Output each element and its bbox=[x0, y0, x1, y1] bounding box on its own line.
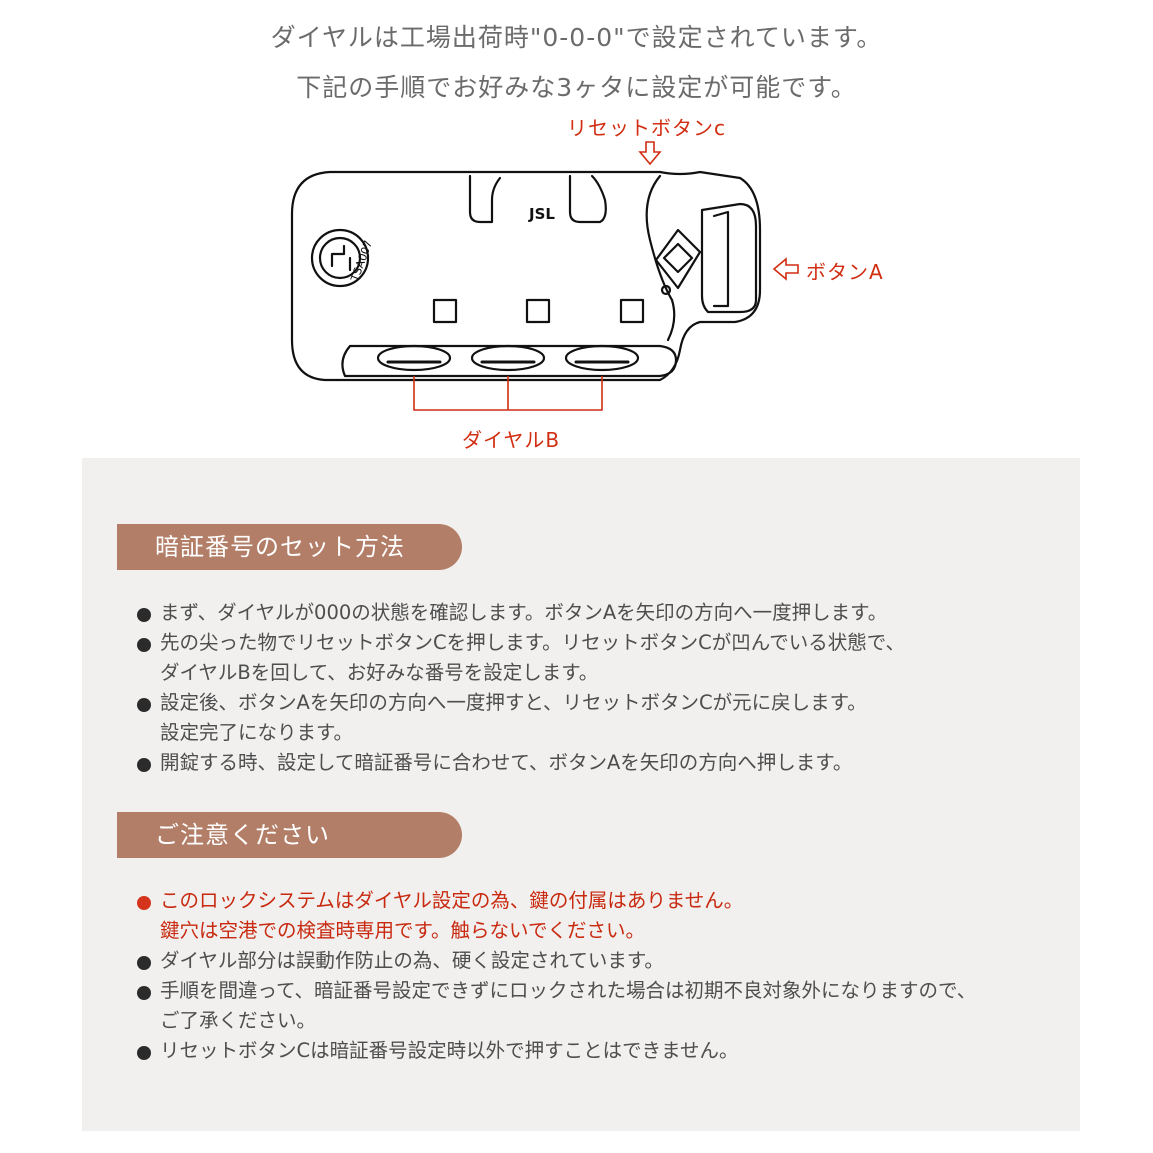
caution-item-text: このロックシステムはダイヤル設定の為、鍵の付属はありません。 bbox=[160, 889, 744, 912]
dial-3 bbox=[564, 344, 640, 372]
lock-diagram: JSL TSA007 bbox=[290, 141, 799, 411]
setup-item: まず、ダイヤルが000の状態を確認します。ボタンAを矢印の方向へ一度押します。 bbox=[134, 598, 905, 628]
setup-item-text: 開錠する時、設定して暗証番号に合わせて、ボタンAを矢印の方向へ押します。 bbox=[160, 751, 853, 774]
caution-item: リセットボタンCは暗証番号設定時以外で押すことはできません。 bbox=[134, 1036, 976, 1066]
caution-item: このロックシステムはダイヤル設定の為、鍵の付属はありません。鍵穴は空港での検査時… bbox=[134, 886, 976, 946]
tsa-code-label: TSA007 bbox=[348, 239, 375, 284]
setup-list: まず、ダイヤルが000の状態を確認します。ボタンAを矢印の方向へ一度押します。先… bbox=[134, 598, 905, 778]
bullet-icon bbox=[137, 986, 151, 1000]
setup-item: 開錠する時、設定して暗証番号に合わせて、ボタンAを矢印の方向へ押します。 bbox=[134, 748, 905, 778]
tsa-logo-icon bbox=[654, 228, 702, 290]
bullet-icon bbox=[137, 698, 151, 712]
dial-1 bbox=[376, 344, 452, 372]
bullet-icon bbox=[137, 608, 151, 622]
bullet-icon bbox=[137, 758, 151, 772]
caution-item-text: 鍵穴は空港での検査時専用です。触らないでください。 bbox=[160, 919, 645, 942]
brand-label: JSL bbox=[528, 205, 555, 223]
shackle-right bbox=[568, 174, 607, 224]
bullet-icon bbox=[137, 896, 151, 910]
button-a bbox=[700, 202, 758, 314]
dial-window-2 bbox=[525, 298, 551, 324]
bullet-icon bbox=[137, 956, 151, 970]
caution-item-text: リセットボタンCは暗証番号設定時以外で押すことはできません。 bbox=[160, 1039, 739, 1062]
caution-item: 手順を間違って、暗証番号設定できずにロックされた場合は初期不良対象外になりますの… bbox=[134, 976, 976, 1036]
setup-item-text: まず、ダイヤルが000の状態を確認します。ボタンAを矢印の方向へ一度押します。 bbox=[160, 601, 888, 624]
caution-list: このロックシステムはダイヤル設定の為、鍵の付属はありません。鍵穴は空港での検査時… bbox=[134, 886, 976, 1066]
keyhole-icon bbox=[310, 228, 370, 288]
button-a-label: ボタンA bbox=[806, 260, 884, 284]
setup-item: 設定後、ボタンAを矢印の方向へ一度押すと、リセットボタンCが元に戻します。設定完… bbox=[134, 688, 905, 748]
caution-heading: ご注意ください bbox=[117, 812, 462, 858]
setup-item-text: ダイヤルBを回して、お好みな番号を設定します。 bbox=[160, 661, 599, 684]
intro-line-2: 下記の手順でお好みな3ヶタに設定が可能です。 bbox=[296, 73, 857, 102]
reset-button-label: リセットボタンc bbox=[567, 116, 726, 140]
button-a-arrow-icon bbox=[772, 257, 799, 281]
setup-heading: 暗証番号のセット方法 bbox=[117, 524, 462, 570]
dial-window-3 bbox=[619, 298, 645, 324]
instruction-panel bbox=[82, 458, 1080, 1131]
reset-arrow-icon bbox=[638, 141, 662, 166]
dial-b-bracket bbox=[413, 376, 603, 411]
bullet-icon bbox=[137, 1046, 151, 1060]
caution-item: ダイヤル部分は誤動作防止の為、硬く設定されています。 bbox=[134, 946, 976, 976]
dial-2 bbox=[470, 344, 546, 372]
bullet-icon bbox=[137, 638, 151, 652]
caution-item-text: 手順を間違って、暗証番号設定できずにロックされた場合は初期不良対象外になりますの… bbox=[160, 979, 977, 1002]
setup-item-text: 設定完了になります。 bbox=[160, 721, 354, 744]
intro-line-1: ダイヤルは工場出荷時"0-0-0"で設定されています。 bbox=[270, 23, 883, 52]
dial-window-1 bbox=[432, 298, 458, 324]
lock-body-outline bbox=[290, 170, 762, 382]
setup-item: 先の尖った物でリセットボタンCを押します。リセットボタンCが凹んでいる状態で、ダ… bbox=[134, 628, 905, 688]
setup-item-text: 先の尖った物でリセットボタンCを押します。リセットボタンCが凹んでいる状態で、 bbox=[160, 631, 906, 654]
setup-item-text: 設定後、ボタンAを矢印の方向へ一度押すと、リセットボタンCが元に戻します。 bbox=[160, 691, 867, 714]
caution-item-text: ダイヤル部分は誤動作防止の為、硬く設定されています。 bbox=[160, 949, 664, 972]
shackle-left bbox=[468, 174, 502, 224]
caution-item-text: ご了承ください。 bbox=[160, 1009, 317, 1032]
dial-b-label: ダイヤルB bbox=[462, 428, 561, 452]
